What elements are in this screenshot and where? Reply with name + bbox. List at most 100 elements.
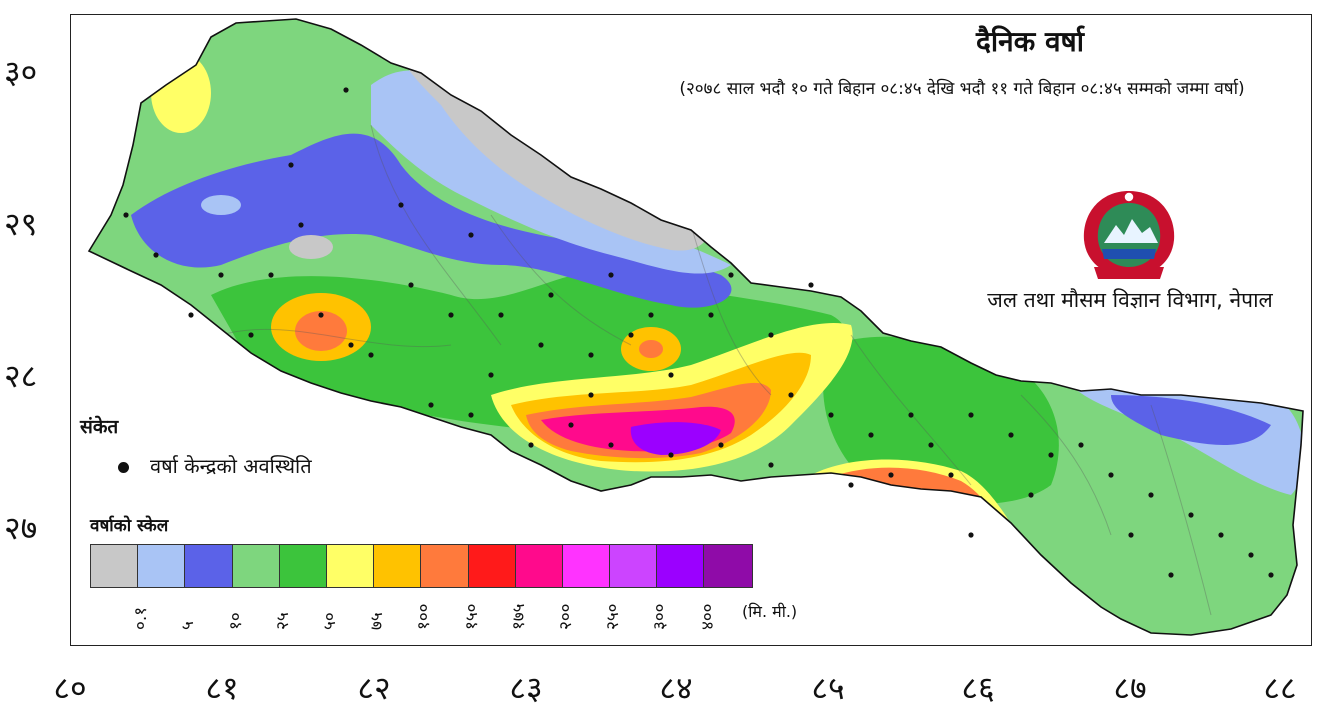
station-dot <box>968 532 974 538</box>
station-dot <box>1128 532 1134 538</box>
scale-swatch-4 <box>279 545 327 587</box>
lat-tick-28: २८ <box>4 357 38 395</box>
scale-label-0: ०.१ <box>131 606 152 630</box>
station-dot <box>808 282 814 288</box>
nepal-government-emblem-icon <box>1083 191 1175 279</box>
station-legend-label: वर्षा केन्द्रको अवस्थिति <box>150 454 312 478</box>
station-dot <box>1218 532 1224 538</box>
scale-swatch-5 <box>326 545 375 587</box>
lon-tick-87: ८७ <box>1113 669 1147 707</box>
scale-swatch-9 <box>515 545 563 587</box>
station-dot <box>888 472 894 478</box>
station-dot <box>1048 452 1054 458</box>
station-dot <box>268 272 274 278</box>
station-dot <box>1188 512 1194 518</box>
scale-unit: (मि. मी.) <box>742 602 798 621</box>
lon-tick-82: ८२ <box>357 669 391 707</box>
scale-swatch-13 <box>704 545 752 587</box>
station-dot <box>1008 432 1014 438</box>
scale-label-11: ३०० <box>650 603 671 630</box>
lon-tick-84: ८४ <box>659 669 693 707</box>
station-dot <box>608 272 614 278</box>
scale-swatch-7 <box>421 545 469 587</box>
station-dot <box>1078 442 1084 448</box>
station-dot <box>288 162 294 168</box>
lat-tick-27: २७ <box>4 509 38 547</box>
rainfall-zone-75-far-west <box>151 53 211 133</box>
station-dot <box>368 352 374 358</box>
scale-label-4: ५० <box>320 612 340 630</box>
station-dot <box>868 432 874 438</box>
scale-label-12: ४०० <box>697 603 718 630</box>
station-dot <box>538 342 544 348</box>
scale-swatch-11 <box>610 545 658 587</box>
station-dot <box>708 312 714 318</box>
station-dot <box>928 442 934 448</box>
station-dot <box>588 352 594 358</box>
scale-label-9: २०० <box>556 603 576 630</box>
scale-label-6: १०० <box>414 603 435 630</box>
station-dot <box>248 332 254 338</box>
rainfall-zone-5-west <box>201 195 241 215</box>
lon-tick-86: ८६ <box>961 669 995 707</box>
rainfall-zone-300-central <box>630 422 721 455</box>
scale-swatch-1 <box>138 545 186 587</box>
station-dot <box>718 442 724 448</box>
scale-swatch-6 <box>374 545 422 587</box>
station-dot <box>948 472 954 478</box>
station-dot <box>498 312 504 318</box>
station-dot <box>968 412 974 418</box>
station-dot <box>828 412 834 418</box>
station-dot <box>428 402 434 408</box>
station-dot <box>488 372 494 378</box>
legend-title: संकेत <box>80 416 119 438</box>
scale-swatch-3 <box>232 545 280 587</box>
station-dot <box>668 452 674 458</box>
station-dot <box>188 312 194 318</box>
lon-tick-88: ८८ <box>1263 669 1297 707</box>
station-dot <box>348 342 354 348</box>
station-dot <box>548 292 554 298</box>
scale-label-3: २५ <box>272 612 293 630</box>
station-dot <box>1268 572 1274 578</box>
station-dot <box>528 442 534 448</box>
lat-tick-30: ३० <box>4 53 38 91</box>
scale-label-10: २५० <box>603 603 624 630</box>
station-dot <box>298 222 304 228</box>
station-dot <box>768 462 774 468</box>
scale-title: वर्षाको स्केल <box>90 516 169 536</box>
station-dot <box>668 372 674 378</box>
station-dot <box>648 312 654 318</box>
rainfall-zone-10-north <box>131 133 732 308</box>
station-dot <box>768 332 774 338</box>
station-dot <box>568 422 574 428</box>
scale-swatch-0 <box>91 545 139 587</box>
scale-swatch-2 <box>185 545 233 587</box>
rainfall-zone-150-upper <box>639 340 663 358</box>
map-frame <box>70 14 1312 646</box>
lon-tick-81: ८१ <box>205 669 239 707</box>
lon-tick-80: ८० <box>53 669 87 707</box>
station-dot <box>908 412 914 418</box>
rainfall-zone-10-east <box>1111 395 1271 445</box>
station-dot <box>468 412 474 418</box>
station-dot <box>608 442 614 448</box>
station-dot <box>468 232 474 238</box>
station-dot <box>408 282 414 288</box>
station-dot <box>728 272 734 278</box>
organization-name: जल तथा मौसम विज्ञान विभाग, नेपाल <box>987 288 1273 312</box>
station-dot <box>343 87 349 93</box>
station-dot <box>123 212 129 218</box>
map-subtitle: (२०७८ साल भदौ १० गते बिहान ०८:४५ देखि भद… <box>679 79 1245 99</box>
station-dot <box>1148 492 1154 498</box>
lat-tick-29: २९ <box>4 205 38 243</box>
station-dot <box>398 202 404 208</box>
station-dot <box>1168 572 1174 578</box>
scale-label-2: १० <box>225 612 246 630</box>
scale-swatch-8 <box>468 545 516 587</box>
station-dot <box>628 332 634 338</box>
station-dot <box>218 272 224 278</box>
rainfall-zone-150-west <box>295 311 347 351</box>
station-dot <box>448 312 454 318</box>
station-dot <box>1248 552 1254 558</box>
